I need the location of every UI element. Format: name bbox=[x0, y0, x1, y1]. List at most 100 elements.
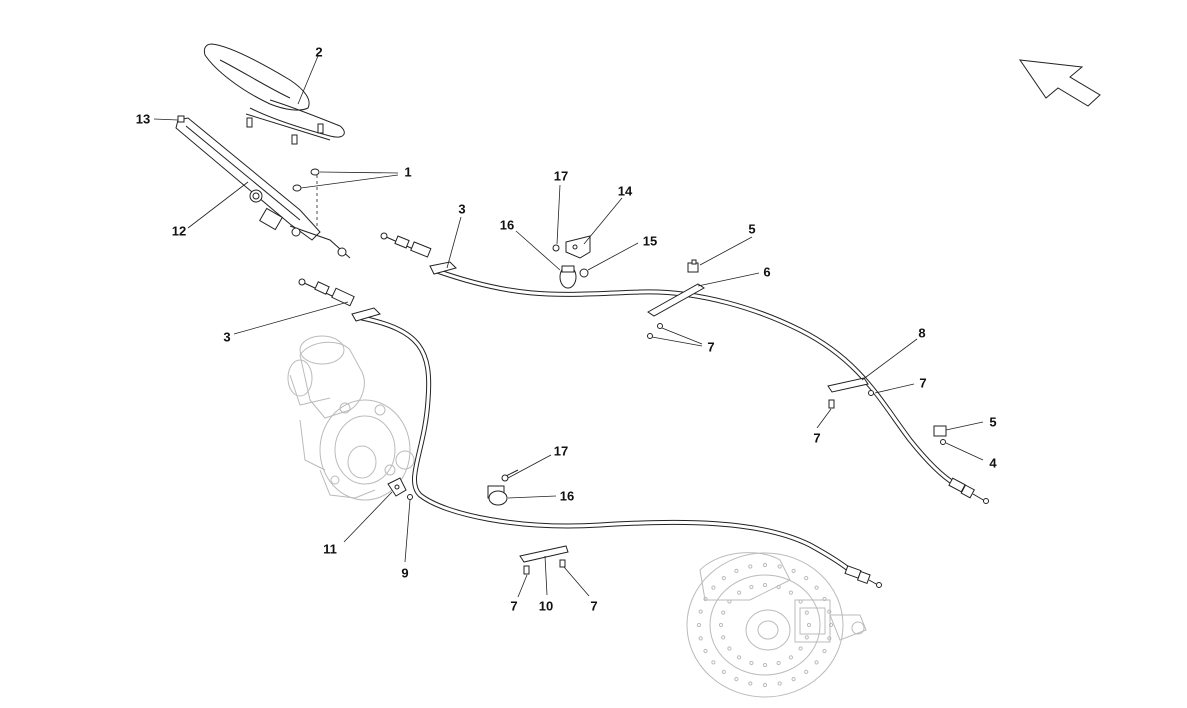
disc-hole bbox=[698, 636, 703, 641]
cable-end-upper-left bbox=[380, 232, 432, 258]
cable-end-right-upper bbox=[948, 477, 989, 504]
disc-hole bbox=[711, 585, 716, 590]
disc-hole bbox=[791, 677, 796, 682]
callout-9: 9 bbox=[401, 565, 409, 581]
disc-hole bbox=[806, 622, 812, 628]
callout-8: 8 bbox=[918, 325, 926, 341]
bracket-11 bbox=[387, 477, 407, 497]
differential-housing bbox=[287, 335, 415, 501]
disc-hole bbox=[776, 660, 781, 666]
disc-hole bbox=[827, 636, 832, 641]
disc-hole bbox=[777, 681, 782, 686]
callout-10: 10 bbox=[538, 598, 554, 614]
disc-hole bbox=[737, 655, 742, 660]
disc-hole bbox=[703, 648, 708, 654]
disc-hole bbox=[727, 599, 732, 604]
callout-7-right-lower: 7 bbox=[813, 430, 821, 446]
callout-17-lower: 17 bbox=[553, 443, 569, 459]
cable-end-lower-left bbox=[298, 278, 355, 307]
callout-4: 4 bbox=[989, 455, 997, 471]
brake-disc bbox=[686, 552, 867, 698]
disc-hole bbox=[734, 677, 739, 682]
callout-1: 1 bbox=[404, 164, 412, 180]
disc-hole bbox=[804, 610, 809, 615]
screw-17-upper bbox=[552, 244, 560, 252]
upper-cable bbox=[434, 268, 958, 487]
callout-17-upper: 17 bbox=[553, 168, 569, 184]
leader-lines bbox=[153, 55, 984, 598]
disc-hole bbox=[703, 596, 708, 602]
cable-clip-upper bbox=[429, 261, 457, 275]
disc-hole bbox=[721, 610, 726, 615]
disc-hole bbox=[777, 564, 782, 569]
callout-12: 12 bbox=[171, 223, 187, 239]
callout-13: 13 bbox=[135, 111, 151, 127]
bracket-6 bbox=[647, 283, 705, 317]
callout-5-right: 5 bbox=[989, 414, 997, 430]
fitting-5-upper bbox=[687, 259, 699, 273]
disc-hole bbox=[721, 635, 726, 640]
callout-3-upper: 3 bbox=[458, 201, 466, 217]
disc-hole bbox=[762, 682, 768, 688]
disc-hole bbox=[762, 562, 768, 568]
disc-hole bbox=[822, 596, 827, 602]
disc-hole bbox=[804, 669, 809, 675]
disc-hole bbox=[828, 622, 834, 628]
disc-hole bbox=[737, 590, 742, 595]
disc-hole bbox=[749, 584, 754, 590]
disc-hole bbox=[748, 681, 753, 686]
disc-hole bbox=[827, 609, 832, 614]
disc-hole bbox=[749, 660, 754, 666]
disc-hole bbox=[798, 599, 803, 604]
callout-15: 15 bbox=[642, 233, 658, 249]
callout-16-lower: 16 bbox=[559, 488, 575, 504]
callout-7-bottom-right: 7 bbox=[590, 598, 598, 614]
disc-hole bbox=[727, 646, 732, 651]
callout-7-bottom-left: 7 bbox=[510, 598, 518, 614]
disc-hole bbox=[698, 609, 703, 614]
disc-hole bbox=[814, 585, 819, 590]
screw-7-b bbox=[828, 390, 874, 409]
screw-7-c bbox=[523, 559, 566, 575]
bracket-14 bbox=[565, 235, 591, 259]
callout-6: 6 bbox=[763, 264, 771, 280]
brake-disc-holes bbox=[696, 562, 834, 688]
cable-end-right-lower bbox=[844, 565, 882, 588]
callout-2: 2 bbox=[315, 44, 323, 60]
bracket-10 bbox=[519, 545, 569, 563]
disc-hole bbox=[804, 635, 809, 640]
disc-hole bbox=[822, 648, 827, 654]
screw-7-a bbox=[647, 323, 663, 339]
cable-clip-lower bbox=[351, 307, 381, 322]
disc-hole bbox=[696, 622, 702, 628]
disc-hole bbox=[804, 576, 809, 581]
lever-cover bbox=[203, 43, 345, 145]
disc-hole bbox=[788, 590, 794, 595]
callout-16-upper: 16 bbox=[499, 217, 515, 233]
direction-arrow-icon bbox=[1018, 59, 1101, 107]
disc-hole bbox=[788, 655, 794, 660]
screw-9 bbox=[407, 494, 413, 500]
disc-hole bbox=[776, 584, 781, 590]
bracket-8 bbox=[827, 377, 869, 393]
callout-7-mid: 7 bbox=[707, 339, 715, 355]
callout-3-lower: 3 bbox=[223, 329, 231, 345]
disc-hole bbox=[718, 622, 724, 628]
disc-hole bbox=[798, 646, 803, 651]
callout-11: 11 bbox=[323, 541, 337, 557]
fitting-5-right bbox=[933, 425, 947, 445]
callout-5-upper: 5 bbox=[748, 221, 756, 237]
nut-15 bbox=[579, 268, 589, 278]
disc-hole bbox=[734, 568, 739, 574]
disc-hole bbox=[762, 582, 768, 588]
clamp-16-lower bbox=[487, 469, 519, 506]
disc-hole bbox=[748, 564, 753, 569]
disc-hole bbox=[814, 660, 819, 665]
bolt-1 bbox=[292, 168, 320, 228]
disc-hole bbox=[791, 568, 796, 574]
handbrake-lever bbox=[175, 115, 351, 259]
disc-hole bbox=[721, 576, 726, 581]
disc-hole bbox=[762, 662, 768, 668]
disc-hole bbox=[721, 669, 726, 675]
